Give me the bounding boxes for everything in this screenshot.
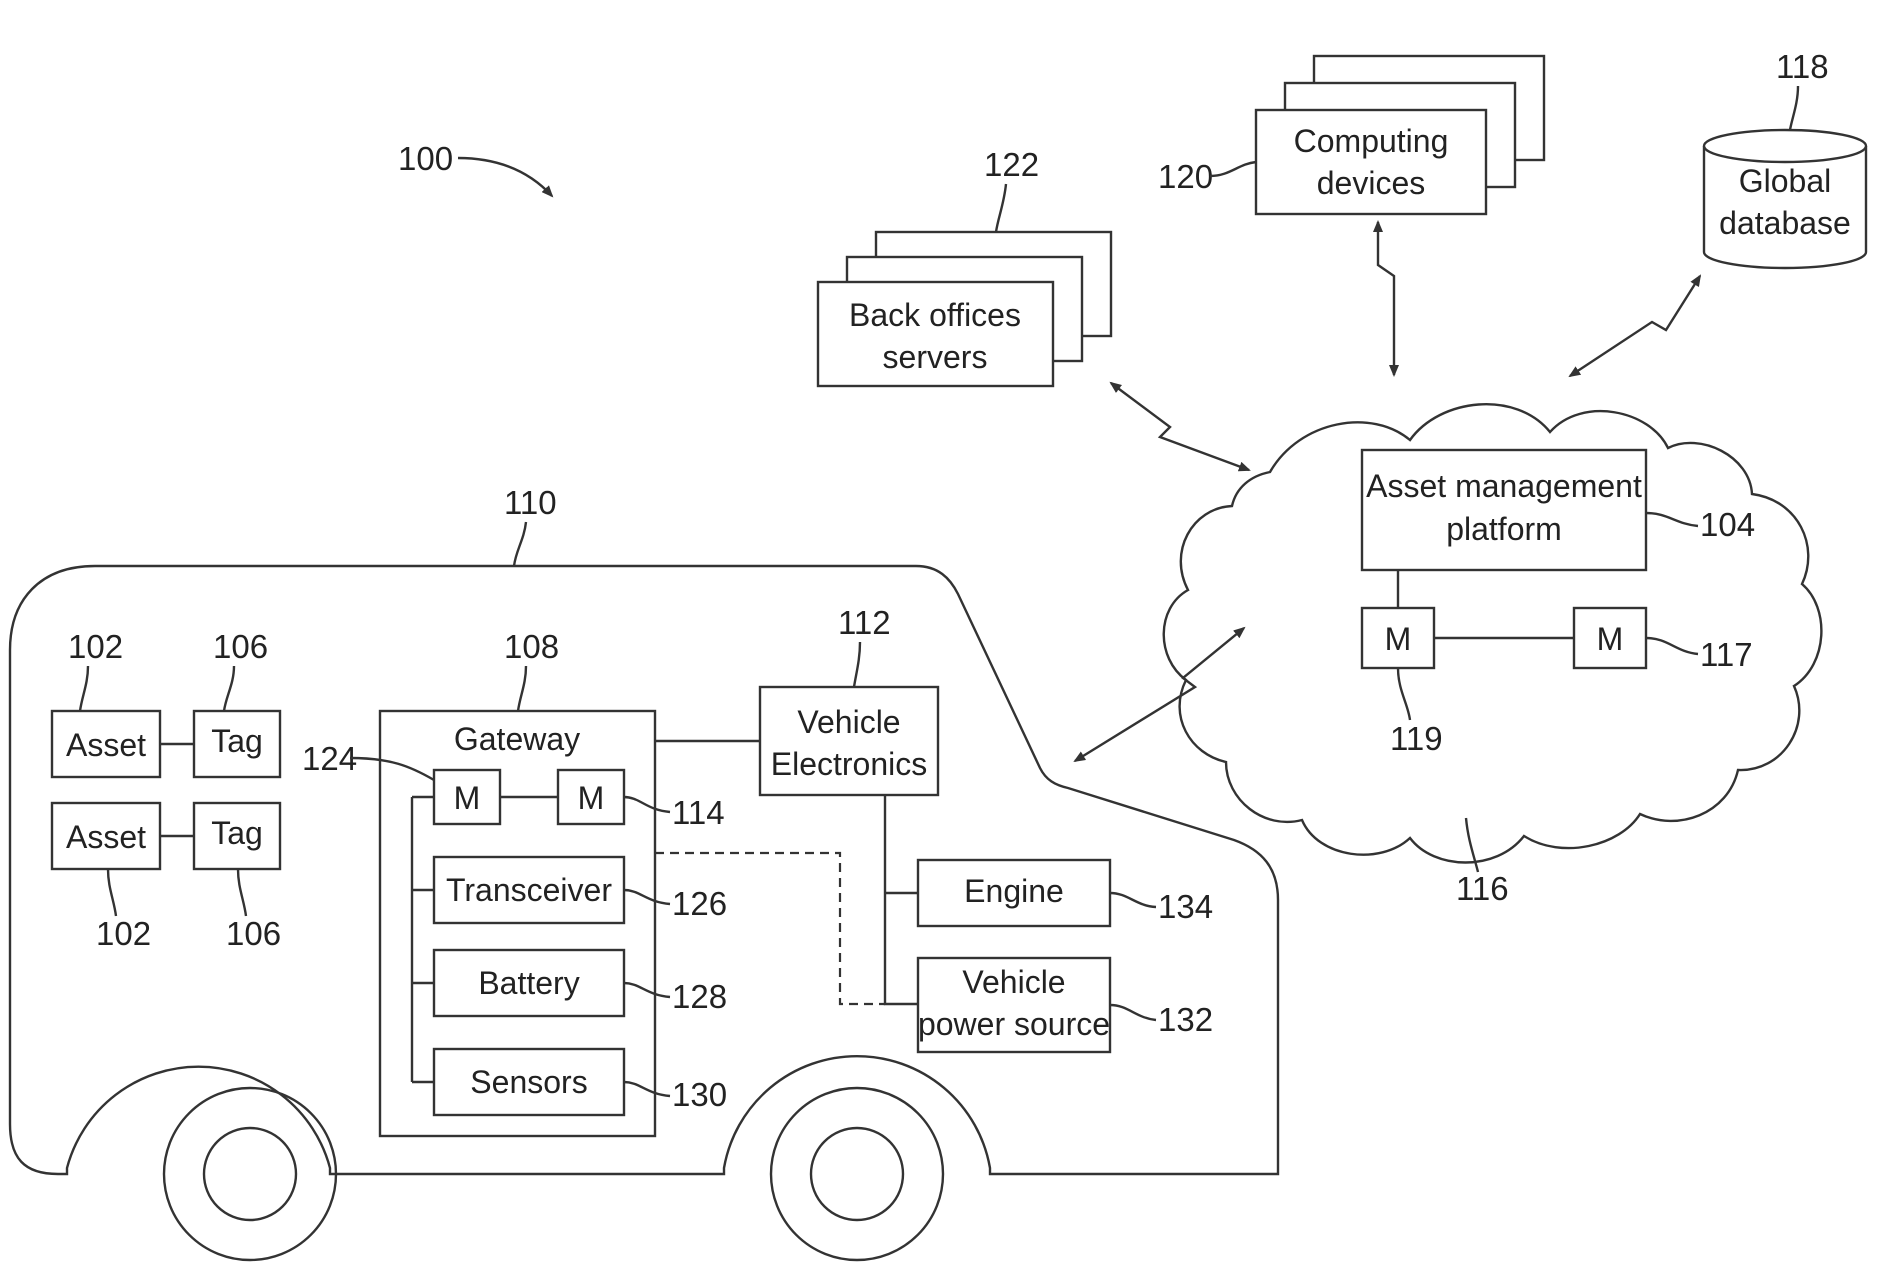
cloud-module-right-label: M [1597,621,1624,657]
vehicle-electronics-line2: Electronics [771,746,928,782]
computing-leader [1210,162,1256,176]
cloud-module-right-ref: 117 [1700,636,1753,673]
link-database-cloud [1570,276,1700,376]
figure-ref-arrow [458,158,552,196]
asset-label-2: Asset [66,819,146,855]
gateway-module-left-label: M [454,780,481,816]
engine-label: Engine [964,873,1064,909]
vehicle-ref: 110 [504,484,557,521]
electronics-bus [885,795,918,1004]
tag-ref-2: 106 [226,915,281,952]
transceiver-label: Transceiver [446,872,612,908]
computing-line1: Computing [1294,123,1449,159]
rear-wheel-hub [204,1128,296,1220]
cloud-ref: 116 [1456,870,1509,907]
sensors-label: Sensors [470,1064,587,1100]
vehicle-ref-leader [514,522,526,566]
battery-ref: 128 [672,978,727,1015]
engine-leader [1110,893,1156,907]
global-db-ref: 118 [1776,48,1829,85]
gateway-ref: 108 [504,628,559,665]
gateway-module-right-label: M [578,780,605,816]
global-db-top [1704,130,1866,162]
computing-line2: devices [1317,165,1426,201]
cloud-module-right-leader [1646,638,1698,654]
vehicle-electronics-leader [854,642,860,687]
asset-ref-leader-2 [108,869,116,916]
asset-label-1: Asset [66,727,146,763]
link-vehicle-cloud [1075,628,1244,761]
gateway-label: Gateway [454,721,580,757]
asset-ref-2: 102 [96,915,151,952]
tag-label-1: Tag [211,723,263,759]
link-backoffice-cloud [1111,383,1249,470]
vehicle-power-line1: Vehicle [962,964,1065,1000]
global-db-line2: database [1719,205,1851,241]
tag-ref-leader-1 [224,666,234,711]
gateway-ref-leader [518,666,526,711]
back-offices-line2: servers [883,339,988,375]
vehicle-power-line2: power source [918,1006,1110,1042]
asset-ref-1: 102 [68,628,123,665]
platform-ref: 104 [1700,506,1755,543]
computing-ref: 120 [1158,158,1213,195]
tag-label-2: Tag [211,815,263,851]
back-offices-line1: Back offices [849,297,1021,333]
transceiver-ref: 126 [672,885,727,922]
tag-ref-1: 106 [213,628,268,665]
platform-line1: Asset management [1366,468,1642,504]
front-wheel [771,1088,943,1260]
back-offices-ref: 122 [984,146,1039,183]
vehicle-power-leader [1110,1005,1156,1020]
global-db-line1: Global [1739,163,1832,199]
global-db-leader [1790,86,1798,130]
back-offices-leader [996,184,1006,232]
cloud-ref-leader [1466,818,1478,872]
asset-ref-leader-1 [80,666,88,711]
platform-leader [1646,513,1698,526]
battery-label: Battery [478,965,579,1001]
cloud-module-left-label: M [1385,621,1412,657]
link-computing-cloud [1378,222,1394,375]
platform-line2: platform [1446,511,1562,547]
front-wheel-hub [811,1128,903,1220]
figure-ref-100: 100 [398,140,453,177]
rear-wheel [164,1088,336,1260]
vehicle-power-ref: 132 [1158,1001,1213,1038]
vehicle-electronics-ref: 112 [838,604,891,641]
cloud-module-left-leader [1398,668,1410,720]
gateway-module-left-ref: 124 [302,740,357,777]
gateway-module-right-ref: 114 [672,794,725,831]
cloud-module-left-ref: 119 [1390,720,1443,757]
tag-ref-leader-2 [238,869,246,916]
engine-ref: 134 [1158,888,1213,925]
vehicle-electronics-line1: Vehicle [797,704,900,740]
sensors-ref: 130 [672,1076,727,1113]
